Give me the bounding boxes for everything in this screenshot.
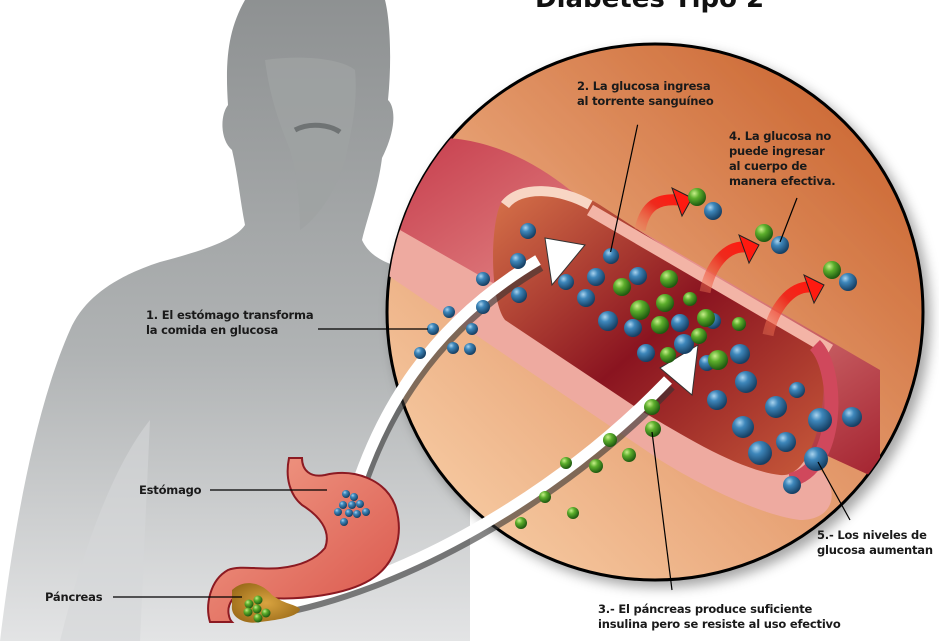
glucose-molecule	[342, 490, 350, 498]
label-step4: 4. La glucosa no puede ingresar al cuerp…	[729, 129, 836, 188]
glucose-molecule	[735, 371, 757, 393]
insulin-molecule	[708, 350, 728, 370]
glucose-molecule	[674, 334, 694, 354]
insulin-molecule	[660, 347, 676, 363]
escape-arrow-shaft	[634, 194, 681, 232]
leader-step2	[609, 124, 639, 253]
glucose-molecule	[783, 476, 801, 494]
insulin-molecule	[603, 433, 617, 447]
glucose-molecule	[776, 432, 796, 452]
glucose-molecule	[765, 396, 787, 418]
glucose-molecule	[637, 344, 655, 362]
glucose-molecule	[443, 306, 455, 318]
insulin-molecule	[244, 599, 254, 609]
glucose-molecule	[771, 236, 789, 254]
glucose-molecule	[748, 441, 772, 465]
insulin-molecule	[683, 292, 697, 306]
glucose-molecule	[464, 343, 476, 355]
diagram-title: Diabetes Tipo 2	[535, 0, 764, 14]
label-step1: 1. El estómago transforma la comida en g…	[146, 308, 314, 337]
glucose-molecule	[476, 272, 490, 286]
glucose-molecule	[587, 268, 605, 286]
insulin-molecule	[253, 613, 263, 623]
label-step5: 5.- Los niveles de glucosa aumentan	[817, 528, 933, 557]
escape-arrow-head	[671, 186, 693, 218]
leader-lines	[113, 124, 851, 598]
insulin-molecule	[589, 459, 603, 473]
glucose-molecule	[804, 447, 828, 471]
label-stomach: Estómago	[139, 483, 202, 497]
insulin-molecule	[253, 595, 263, 605]
label-step3: 3.- El páncreas produce suficiente insul…	[598, 602, 841, 631]
insulin-molecule	[688, 188, 706, 206]
leader-step4	[779, 197, 798, 243]
glucose-molecule	[511, 287, 527, 303]
glucose-molecule	[842, 407, 862, 427]
insulin-molecule	[622, 448, 636, 462]
insulin-molecule	[656, 294, 674, 312]
label-step2: 2. La glucosa ingresa al torrente sanguí…	[577, 79, 714, 108]
insulin-molecule	[613, 278, 631, 296]
escape-arrows	[634, 186, 825, 337]
insulin-molecule	[651, 316, 669, 334]
escape-arrow-head	[803, 273, 825, 305]
glucose-molecule	[362, 508, 370, 516]
insulin-molecule	[539, 491, 551, 503]
glucose-molecule	[340, 518, 348, 526]
glucose-molecule	[732, 416, 754, 438]
insulin-molecule	[261, 608, 271, 618]
glucose-molecule	[353, 510, 361, 518]
insulin-molecule	[630, 300, 650, 320]
insulin-molecule	[560, 457, 572, 469]
glucose-molecule	[704, 202, 722, 220]
glucose-molecule	[348, 501, 356, 509]
glucose-molecule	[466, 323, 478, 335]
glucose-molecule	[339, 501, 347, 509]
molecules	[243, 188, 862, 623]
insulin-molecule	[732, 317, 746, 331]
escape-arrow-head	[738, 233, 760, 265]
glucose-molecule	[520, 223, 536, 239]
insulin-molecule	[252, 604, 262, 614]
glucose-molecule	[447, 342, 459, 354]
glucose-molecule	[558, 274, 574, 290]
insulin-molecule	[660, 270, 678, 288]
insulin-molecule	[691, 328, 707, 344]
glucose-molecule	[808, 408, 832, 432]
escape-arrow-shaft	[699, 241, 748, 294]
escape-arrow-shaft	[762, 281, 813, 337]
leader-step3	[651, 431, 673, 591]
glucose-molecule	[356, 500, 364, 508]
leader-step5	[817, 461, 851, 521]
glucose-molecule	[624, 319, 642, 337]
label-pancreas: Páncreas	[45, 590, 103, 604]
insulin-molecule	[515, 517, 527, 529]
glucose-molecule	[629, 267, 647, 285]
glucose-molecule	[414, 347, 426, 359]
glucose-molecule	[577, 289, 595, 307]
glucose-molecule	[334, 508, 342, 516]
glucose-molecule	[476, 300, 490, 314]
glucose-molecule	[345, 509, 353, 517]
insulin-molecule	[755, 224, 773, 242]
glucose-molecule	[603, 248, 619, 264]
glucose-molecule	[839, 273, 857, 291]
glucose-molecule	[350, 493, 358, 501]
insulin-molecule	[645, 421, 661, 437]
insulin-molecule	[243, 607, 253, 617]
glucose-molecule	[427, 323, 439, 335]
insulin-molecule	[567, 507, 579, 519]
glucose-molecule	[598, 311, 618, 331]
glucose-path-arrow	[346, 237, 586, 507]
glucose-molecule	[789, 382, 805, 398]
glucose-molecule	[730, 344, 750, 364]
insulin-molecule	[823, 261, 841, 279]
glucose-molecule	[707, 390, 727, 410]
insulin-molecule	[644, 399, 660, 415]
insulin-molecule	[697, 309, 715, 327]
glucose-molecule	[510, 253, 526, 269]
glucose-molecule	[671, 314, 689, 332]
